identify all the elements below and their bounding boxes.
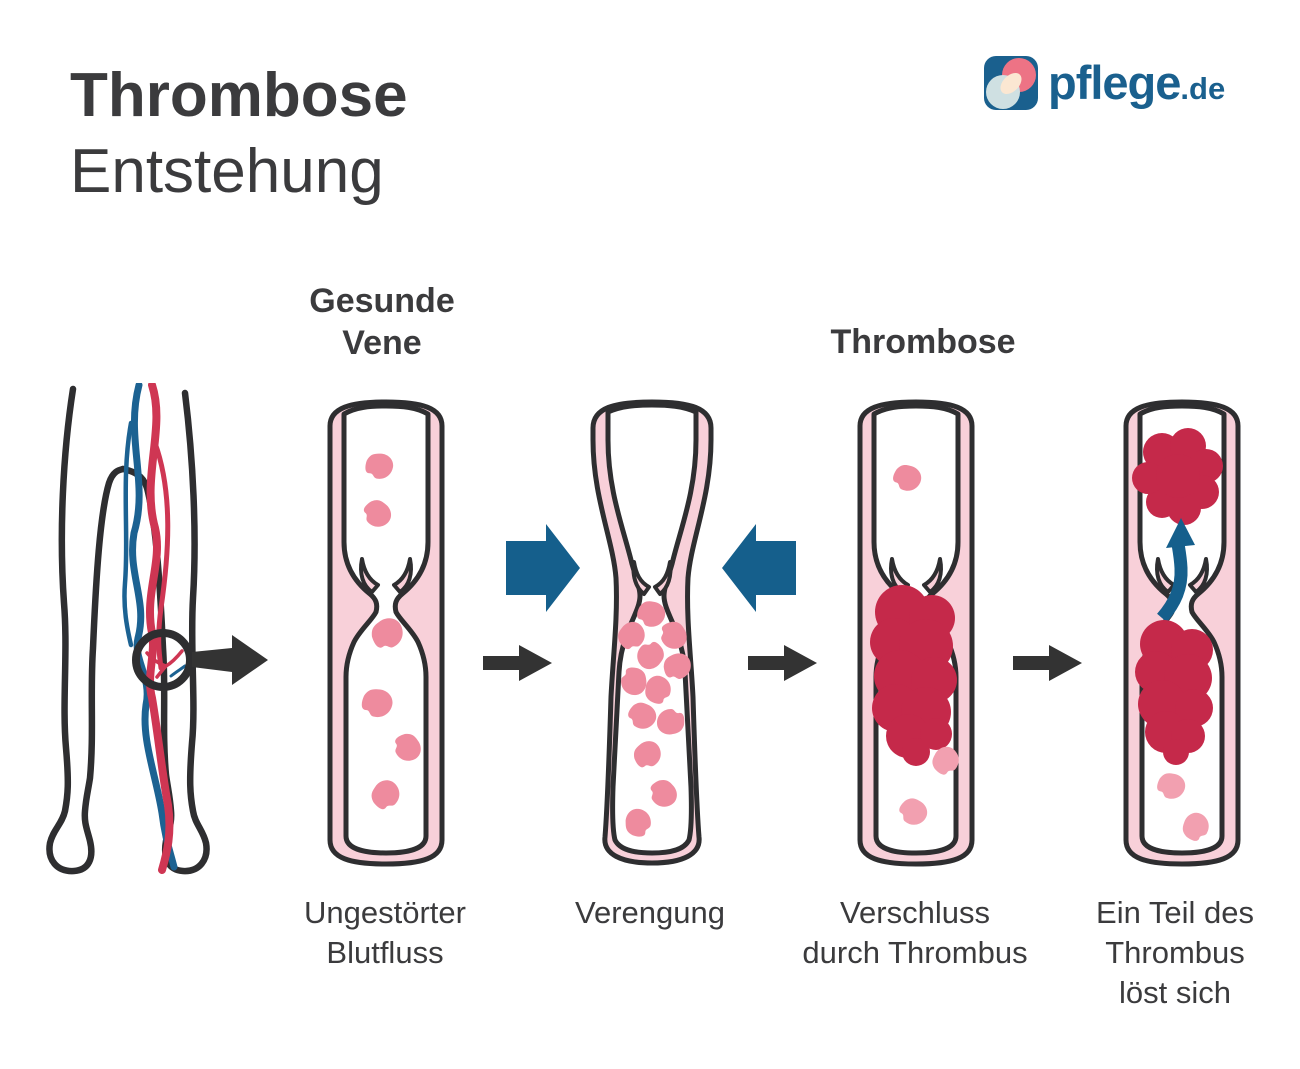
- detached-thrombus-piece: [1132, 428, 1223, 525]
- valve-flap-left: [889, 557, 910, 594]
- caption-line: durch Thrombus: [802, 935, 1028, 970]
- thrombus-blob: [870, 585, 957, 766]
- caption-line: Ungestörter: [304, 895, 466, 930]
- flow-arrow-1-icon: [483, 645, 552, 681]
- leg-illustration: [46, 383, 268, 875]
- left-leg-outline: [46, 385, 127, 875]
- knee-vein-branches-red: [145, 649, 184, 679]
- valve-flap-right: [1188, 557, 1209, 594]
- narrowed-vein-illustration: [590, 399, 714, 866]
- logo-name: pflege: [1048, 56, 1181, 109]
- caption-line: Verschluss: [840, 895, 990, 930]
- flow-arrow-3-icon: [1013, 645, 1082, 681]
- embolus-vein-illustration: [1123, 399, 1241, 867]
- pflege-logo-icon: [984, 56, 1038, 110]
- valve-flap-right: [922, 557, 943, 594]
- compression-arrow-right-icon: [722, 524, 796, 612]
- stage-caption-narrowing: Verengung: [515, 893, 785, 933]
- leg-vein-red-branch: [152, 440, 171, 671]
- flow-arrow-2-icon: [748, 645, 817, 681]
- stage-caption-occlusion: Verschluss durch Thrombus: [780, 893, 1050, 973]
- header-healthy-line-1: Gesunde: [309, 282, 455, 320]
- valve-flap-left: [1155, 557, 1176, 594]
- stage-caption-embolus: Ein Teil des Thrombus löst sich: [1040, 893, 1300, 1013]
- leg-vein-red: [145, 383, 174, 874]
- vein-lumen: [605, 402, 699, 856]
- caption-line: Verengung: [575, 895, 725, 930]
- valve-flap-left: [359, 557, 380, 594]
- caption-line: löst sich: [1119, 975, 1231, 1010]
- header-thrombosis: Thrombose: [830, 323, 1016, 361]
- stage-caption-healthy: Ungestörter Blutfluss: [250, 893, 520, 973]
- logo-tld: .de: [1180, 71, 1226, 106]
- caption-line: Thrombus: [1105, 935, 1245, 970]
- healthy-vein-illustration: [327, 399, 445, 867]
- logo-wordmark: pflege.de: [1048, 56, 1225, 116]
- magnifier-circle: [132, 629, 194, 691]
- title-line-2: Entstehung: [70, 137, 384, 206]
- header-healthy-vein: Gesunde Vene: [262, 280, 502, 364]
- occluded-vein-illustration: [857, 399, 975, 867]
- remaining-thrombus-blob: [1135, 620, 1213, 765]
- valve-flap-right: [653, 560, 673, 596]
- compression-arrow-left-icon: [506, 524, 580, 612]
- caption-line: Blutfluss: [326, 935, 444, 970]
- page-title: Thrombose Entstehung: [70, 58, 408, 210]
- caption-line: Ein Teil des: [1096, 895, 1254, 930]
- title-line-1: Thrombose: [70, 61, 408, 130]
- knee-vein-branches-blue: [169, 664, 187, 678]
- header-healthy-line-2: Vene: [342, 324, 422, 362]
- detachment-arrow-icon: [1156, 518, 1195, 623]
- valve-flap-left: [631, 560, 651, 596]
- pflege-logo: pflege.de: [984, 56, 1225, 116]
- leg-vein-blue-branch: [122, 420, 134, 648]
- magnifier-pointer-arrow-icon: [192, 635, 268, 685]
- valve-flap-right: [392, 557, 413, 594]
